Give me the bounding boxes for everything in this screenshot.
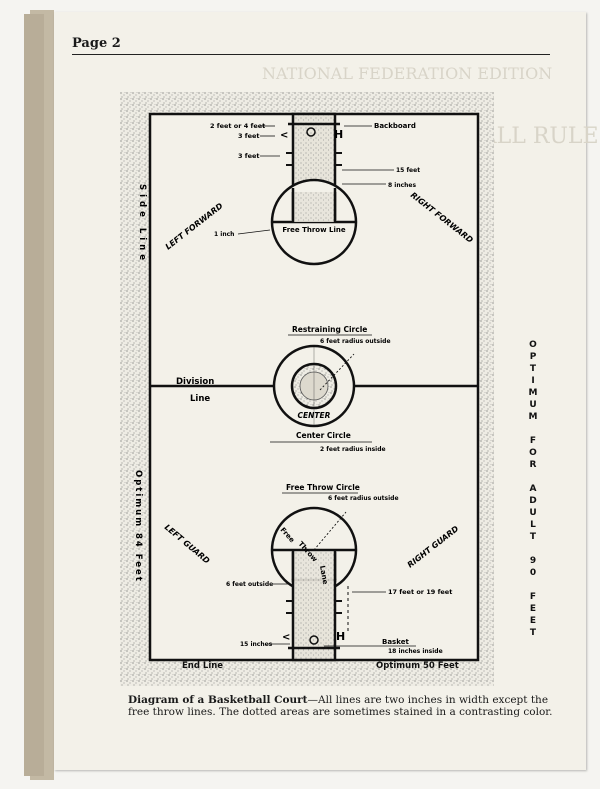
label-optimum-50-feet: Optimum 50 Feet <box>376 661 459 671</box>
label-optimum-84-feet: Optimum 84 Feet <box>133 470 143 583</box>
label-seventeen-or-nineteen: 17 feet or 19 feet <box>388 588 452 596</box>
label-one-inch: 1 inch <box>214 231 234 238</box>
page-number: Page 2 <box>72 36 121 51</box>
bottom-free-throw-lane <box>291 578 337 662</box>
label-three-feet-b: 3 feet <box>238 152 260 160</box>
label-free-throw-circle: Free Throw Circle <box>286 483 360 492</box>
label-lane: Lane <box>318 565 329 585</box>
show-through-line-1: NATIONAL FEDERATION EDITION <box>262 64 553 83</box>
figure-caption: Diagram of a Basketball Court—All lines … <box>128 694 568 718</box>
bottom-basket-icon <box>309 635 319 645</box>
label-three-feet-a: 3 feet <box>238 132 260 140</box>
label-fifteen-feet: 15 feet <box>396 167 420 174</box>
top-basket-icon <box>306 127 316 137</box>
caption-title: Diagram of a Basketball Court <box>128 694 308 706</box>
label-basket: Basket <box>382 638 409 646</box>
label-backboard: Backboard <box>374 122 416 130</box>
label-center-circle: Center Circle <box>296 431 351 440</box>
label-center: CENTER <box>298 411 331 420</box>
label-two-feet-radius-inside: 2 feet radius inside <box>320 446 386 453</box>
label-six-feet-radius-outside-ft: 6 feet radius outside <box>328 495 399 502</box>
label-line: Line <box>190 394 210 404</box>
label-restraining-circle: Restraining Circle <box>292 325 367 334</box>
label-division: Division <box>176 377 214 387</box>
svg-text:H: H <box>334 128 343 141</box>
label-end-line: End Line <box>182 661 224 671</box>
label-two-or-four-feet: 2 feet or 4 feet <box>210 122 265 130</box>
label-six-feet-outside: 6 feet outside <box>226 581 273 588</box>
label-eight-inches: 8 inches <box>388 182 416 189</box>
label-fifteen-inches: 15 inches <box>240 641 273 648</box>
label-six-feet-radius-outside-center: 6 feet radius outside <box>320 338 391 345</box>
svg-text:<: < <box>280 130 288 141</box>
svg-text:H: H <box>336 630 345 643</box>
header-rule <box>72 54 550 55</box>
label-side-line: Side Line <box>137 184 147 264</box>
svg-text:<: < <box>282 632 290 643</box>
label-eighteen-inches-inside: 18 inches inside <box>388 648 443 655</box>
label-optimum-for-adult-90-feet: OPTIMUM FOR ADULT 90 FEET <box>528 340 538 640</box>
caption-text: —All lines are two inches in width excep… <box>128 694 553 718</box>
back-cover-shadow <box>24 14 44 776</box>
basketball-court-diagram: H < 2 feet or 4 feet 3 feet 3 feet Backb… <box>120 92 494 686</box>
label-free-throw-line: Free Throw Line <box>282 226 345 234</box>
